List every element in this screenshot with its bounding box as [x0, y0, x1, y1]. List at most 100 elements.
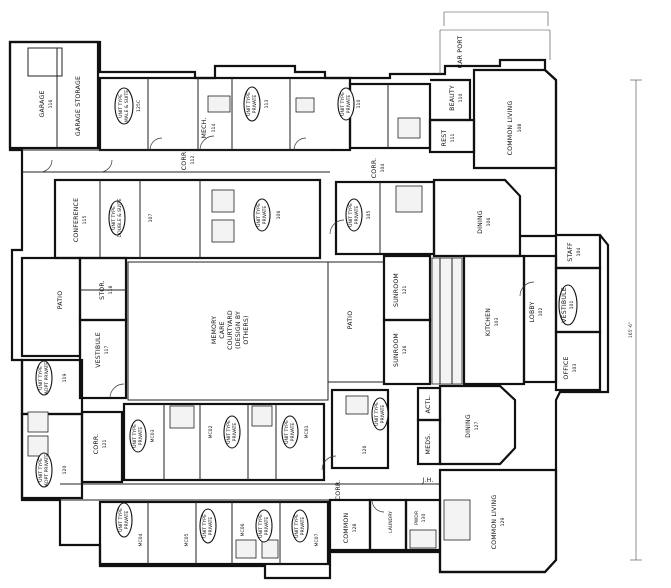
sunroom-top-label: SUNROOM [393, 273, 400, 307]
room-garage-num: 116 [48, 100, 54, 109]
lobby-label: LOBBY [529, 301, 536, 322]
unit-o-sub: PRIVATE [264, 517, 270, 536]
unit-k-sub: PRIVATE [290, 423, 296, 442]
courtyard-line-4: (DESIGN BY [235, 311, 242, 349]
unit-f-type: UNIT TYPE [348, 203, 354, 227]
unit-d-sub: DOUBLE & SUITE [117, 198, 123, 237]
corr-low-num: 121 [102, 440, 108, 449]
room-conference-label: CONFERENCE [73, 198, 80, 242]
courtyard [127, 261, 385, 401]
laundry-label: LAUNDRY [388, 511, 394, 533]
unit-l-sub: PRIVATE [380, 405, 386, 424]
courtyard-line-3: COURTYARD [227, 310, 234, 350]
dining-bot-label: DINING [465, 414, 472, 438]
room-staff-label: STAFF [567, 242, 574, 262]
sunroom-top-num: 121 [402, 286, 408, 295]
car-port-label: CAR PORT [457, 36, 464, 69]
sunroom-bot-num: 126 [402, 346, 408, 355]
unit-c-type: UNIT TYPE [340, 92, 346, 116]
entry-marker: J.H. [421, 477, 433, 484]
unit-g-sub: ADPT PRIVATE [44, 362, 50, 394]
pwdr-label: PWDR [414, 510, 420, 525]
common-bot-small-label: COMMON [343, 513, 350, 544]
vestibule-left-label: VESTIBULE [95, 332, 102, 368]
courtyard-line-5: OTHERS) [243, 315, 250, 344]
unit-n-sub: PRIVATE [208, 517, 214, 536]
room-mech-num: 114 [211, 124, 217, 133]
room-garage-storage-label: GARAGE STORAGE [75, 76, 82, 136]
corr-bot-label: CORR. [335, 480, 342, 501]
unit-o-type: UNIT TYPE [258, 514, 264, 538]
unit-a-type: UNIT TYPE [118, 94, 124, 118]
room-mech-label: MECH. [201, 117, 208, 138]
unit-o-num: MC06 [240, 523, 246, 536]
dimension-vertical-label: 165'-6" [628, 322, 634, 338]
unit-m-type: UNIT TYPE [118, 508, 124, 532]
unit-a-num: 125C [136, 100, 142, 112]
unit-i-sub: PRIVATE [138, 427, 144, 446]
actl-label: ACTL. [425, 395, 432, 414]
unit-m-num: MC04 [138, 533, 144, 546]
patio-center-label: PATIO [347, 311, 354, 330]
unit-d-num: 107 [148, 214, 154, 223]
dining-top-label: DINING [477, 210, 484, 234]
unit-m-sub: PRIVATE [124, 511, 130, 530]
room-garage-label: GARAGE [39, 90, 46, 117]
corr-mid-num: 104 [380, 164, 386, 173]
corr-top-num: 112 [190, 156, 196, 165]
bottom-wing [60, 468, 558, 574]
unit-g-num: 119 [62, 374, 68, 383]
unit-b-sub: PRIVATE [252, 95, 258, 114]
courtyard-line-2: CARE [219, 321, 226, 339]
unit-k-num: MC01 [304, 425, 310, 438]
common-living-top-label: COMMON LIVING [507, 101, 514, 156]
vestibule-right-label: VESTIBULE [561, 287, 568, 323]
office-label: OFFICE [563, 356, 570, 379]
room-stor-num: 118 [108, 286, 114, 295]
courtyard-line-1: MEMORY [211, 316, 218, 344]
vestibule-left-num: 117 [104, 346, 110, 355]
room-stor-label: STOR. [99, 280, 106, 300]
kitchen-label: KITCHEN [485, 308, 492, 336]
unit-h-type: UNIT TYPE [38, 458, 44, 482]
unit-h-sub: ADPT PRIVATE [44, 454, 50, 486]
unit-l-num: 126 [362, 446, 368, 455]
sunroom-bot-label: SUNROOM [393, 333, 400, 367]
unit-p-num: MC07 [314, 533, 320, 546]
room-rest-num: 111 [450, 134, 456, 143]
top-wing-walls [98, 11, 558, 170]
room-beauty-label: BEAUTY [449, 85, 456, 111]
common-living-bot-label: COMMON LIVING [491, 495, 498, 550]
common-living-top-num: 108 [517, 124, 523, 133]
room-rest-label: REST [441, 130, 448, 147]
top-corridor [22, 149, 330, 173]
kitchen-num: 103 [494, 318, 500, 327]
unit-e-type: UNIT TYPE [256, 203, 262, 227]
room-labels: GARAGE 116 GARAGE STORAGE UNIT TYPE MALE… [38, 36, 582, 550]
corr-top-label: CORR. [181, 150, 188, 171]
unit-n-num: MC05 [184, 533, 190, 546]
unit-tags [35, 86, 578, 544]
unit-a-sub: MALE & SUITE [124, 90, 130, 123]
dining-bot-num: 127 [474, 422, 480, 431]
room-beauty-num: 110 [458, 94, 464, 103]
corr-low-label: CORR. [93, 434, 100, 455]
meds-label: MEDS. [425, 434, 432, 455]
dining-top-num: 106 [486, 218, 492, 227]
dimension-lines: 165'-6" [628, 79, 642, 561]
unit-b-num: 113 [264, 100, 270, 109]
patio-left-label: PATIO [57, 291, 64, 310]
unit-c-num: 110 [356, 100, 362, 109]
unit-i-type: UNIT TYPE [132, 424, 138, 448]
unit-j-num: MC02 [208, 425, 214, 438]
lower-central-units [122, 384, 517, 482]
common-living-bot-num: 129 [500, 518, 506, 527]
unit-g-type: UNIT TYPE [38, 366, 44, 390]
lower-west-units [20, 358, 124, 500]
unit-e-num: 106 [276, 211, 282, 220]
unit-l-type: UNIT TYPE [374, 402, 380, 426]
conference-row-walls [53, 178, 602, 270]
unit-n-type: UNIT TYPE [202, 514, 208, 538]
unit-d-type: UNIT TYPE [111, 206, 117, 230]
